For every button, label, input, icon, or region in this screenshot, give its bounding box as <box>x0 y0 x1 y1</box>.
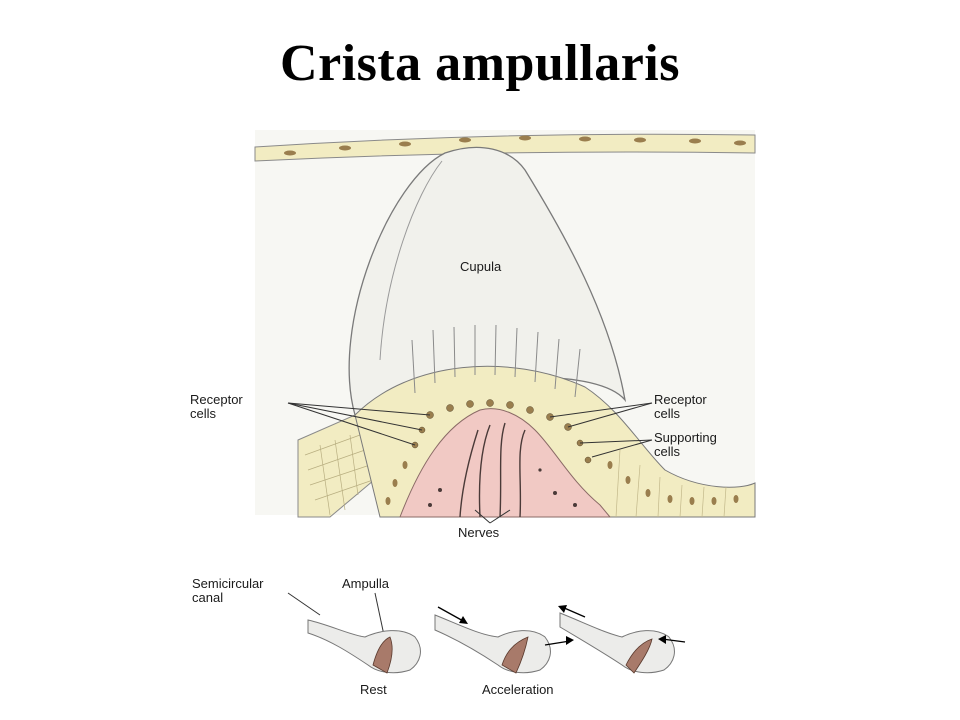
hair-bundles <box>411 324 581 398</box>
supporting-cells-label: Supporting cells <box>654 431 717 459</box>
receptor-cells-right-label: Receptor cells <box>654 393 707 421</box>
semicircular-line1: Semicircular <box>192 576 264 591</box>
acceleration-label: Acceleration <box>482 682 554 697</box>
slide-title: Crista ampullaris <box>280 35 680 92</box>
supporting-line1: Supporting <box>654 430 717 445</box>
top-epithelium <box>254 133 756 162</box>
crista-diagram <box>254 130 756 674</box>
rest-label: Rest <box>360 682 387 697</box>
ampulla-label: Ampulla <box>342 576 389 591</box>
receptor-left-line2: cells <box>190 406 217 421</box>
left-stratified-cells <box>304 434 374 516</box>
nerve-fibers <box>459 422 526 518</box>
crista-ampullaris-figure: Cupula Receptor cells Receptor cells Sup… <box>180 125 760 705</box>
supporting-cell-nuclei <box>385 461 739 505</box>
rest-illustration <box>307 619 421 674</box>
receptor-right-line2: cells <box>654 406 681 421</box>
semicircular-line2: canal <box>192 590 224 605</box>
cupula-inner-line <box>379 160 443 361</box>
nerves-label: Nerves <box>458 525 500 540</box>
leader-lines <box>287 402 653 641</box>
top-epithelium-nuclei <box>284 135 746 156</box>
nerve-tissue <box>399 408 612 518</box>
receptor-cell-nuclei <box>411 399 592 464</box>
supporting-cell-walls <box>615 449 727 518</box>
receptor-cells-left-label: Receptor cells <box>190 393 243 421</box>
receptor-right-line1: Receptor <box>654 392 707 407</box>
acceleration-illustration <box>434 606 574 674</box>
tissue-dots <box>428 468 577 507</box>
supporting-line2: cells <box>654 444 681 459</box>
deceleration-illustration <box>558 605 686 674</box>
receptor-left-line1: Receptor <box>190 392 243 407</box>
cupula-label: Cupula <box>460 259 502 274</box>
semicircular-canal-label: Semicircular canal <box>192 577 264 605</box>
